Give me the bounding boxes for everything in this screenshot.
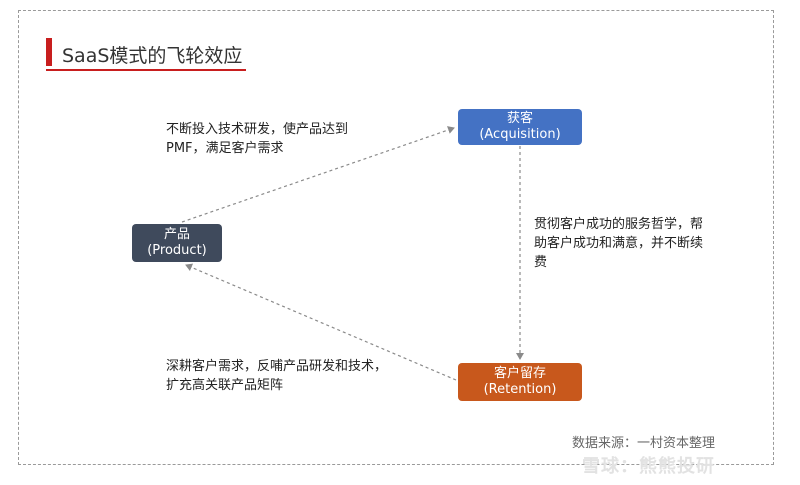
title-underline xyxy=(46,69,246,71)
description-product-to-acquisition: 不断投入技术研发，使产品达到PMF，满足客户需求 xyxy=(166,122,349,156)
description-retention-to-product: 深耕客户需求，反哺产品研发和技术，扩充高关联产品矩阵 xyxy=(166,359,388,393)
title-accent-bar xyxy=(46,38,52,66)
watermark: 雪球：熊熊投研 xyxy=(582,456,715,477)
node-retention-sublabel: (Retention) xyxy=(483,382,557,397)
node-acquisition-sublabel: (Acquisition) xyxy=(479,127,561,142)
node-product-label: 产品 xyxy=(163,227,190,242)
source-note: 数据来源：一村资本整理 xyxy=(572,436,716,451)
node-acquisition: 获客 (Acquisition) xyxy=(458,109,582,145)
node-acquisition-label: 获客 xyxy=(506,111,533,126)
node-retention-label: 客户留存 xyxy=(493,366,546,381)
node-product: 产品 (Product) xyxy=(132,224,222,262)
arrow-retention-to-product xyxy=(185,263,457,381)
node-product-sublabel: (Product) xyxy=(147,243,207,258)
page-title: SaaS模式的飞轮效应 xyxy=(62,45,243,67)
description-acquisition-to-retention: 贯彻客户成功的服务哲学，帮助客户成功和满意，并不断续费 xyxy=(534,217,704,270)
node-retention: 客户留存 (Retention) xyxy=(458,363,582,401)
slide-frame xyxy=(18,10,774,465)
